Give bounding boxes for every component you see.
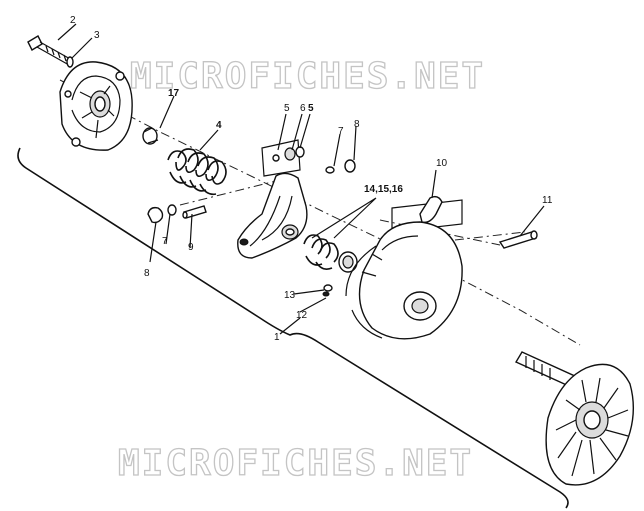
bolt-axis-line [454,231,526,241]
callout-8-lower: 8 [144,268,150,279]
clip-part-7-upper [325,166,335,174]
washer-part-7-lower [167,204,177,216]
nut-part-12 [322,291,330,297]
spring-part-4 [167,148,227,196]
spider-arm [237,172,308,259]
bolt-part-11 [498,230,538,249]
callout-13: 13 [284,290,296,301]
moveable-sheave [345,221,463,340]
fixed-sheave-with-shaft [514,351,635,486]
callout-12: 12 [296,310,308,321]
callout-17: 17 [168,88,180,99]
washer-part-3 [66,56,74,68]
callout-7-lower: 7 [162,236,168,247]
callout-2: 2 [70,15,76,26]
assembly-bracket [17,147,569,509]
callout-3: 3 [94,30,100,41]
cap-part-8-upper [344,159,356,173]
leader-lines [57,23,545,335]
callout-9: 9 [188,242,194,253]
callout-11: 11 [542,195,553,206]
callout-5a: 5 [284,103,290,114]
pin-part-9 [182,205,207,219]
bushing-part-17 [142,127,159,145]
watermark-top: MICROFICHES.NET [130,56,485,97]
callout-10: 10 [436,158,448,169]
callout-1: 1 [274,332,280,343]
bolt-part-2 [27,35,73,66]
washer-part-13 [323,284,333,292]
roller-set-parts-5-6 [261,139,305,177]
cap-part-8-lower [147,206,164,224]
watermark-bottom: MICROFICHES.NET [118,443,473,484]
callout-5b: 5 [308,103,314,114]
center-axis-line [59,79,581,346]
callout-7-upper: 7 [338,126,344,137]
spring-sleeve-parts-14-15-16 [303,234,358,273]
callout-8-upper: 8 [354,119,360,130]
callout-4: 4 [216,120,222,131]
cover-plate [59,61,133,151]
spring-axis-line [179,179,281,206]
callout-14-15-16: 14,15,16 [364,184,403,195]
callout-6: 6 [300,103,306,114]
